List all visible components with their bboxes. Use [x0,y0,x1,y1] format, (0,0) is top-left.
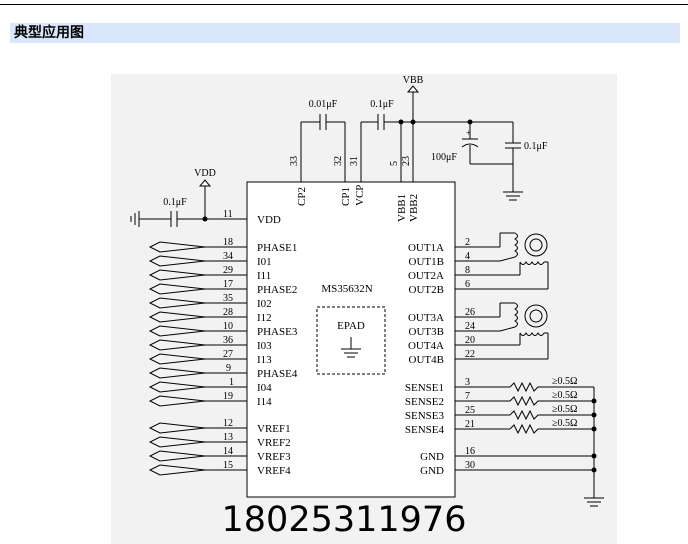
pin-label: I04 [257,382,272,394]
pin-label: VBB1 [396,194,408,222]
svg-text:+: + [466,128,471,138]
pin-num: 24 [465,321,475,332]
pin-num: 4 [465,251,470,262]
pin-label: CP2 [296,187,308,206]
cap-vbb-ceramic-label: 0.1μF [524,141,548,152]
pin-label: SENSE2 [405,396,444,408]
pin-num: 28 [223,307,233,318]
pin-num: 25 [465,405,475,416]
pin-num: 17 [223,279,233,290]
pin-label: I01 [257,256,272,268]
pin-label: PHASE1 [257,242,297,254]
phone-watermark: 18025311976 [221,500,467,540]
pin-num: 32 [333,156,344,166]
cap-vbb-elec-label: 100μF [431,152,457,163]
pin-num: 11 [223,209,233,220]
pin-num: 7 [465,391,470,402]
pin-num: 8 [465,265,470,276]
resistor-label: ≥0.5Ω [552,376,577,387]
cap-vcp-label: 0.1μF [370,99,394,110]
pin-num: 20 [465,335,475,346]
pin-label: OUT3A [408,312,444,324]
pin-label: VREF4 [257,465,291,477]
pin-label: PHASE2 [257,284,297,296]
cap-vdd-label: 0.1μF [163,197,187,208]
pin-num: 30 [465,460,475,471]
pin-label: GND [420,451,444,463]
pin-num: 18 [223,237,233,248]
pin-num: 13 [223,432,233,443]
resistor-label: ≥0.5Ω [552,418,577,429]
pin-num: 9 [226,363,231,374]
pin-num: 19 [223,391,233,402]
vdd-net-label: VDD [194,168,216,179]
pin-num: 22 [465,349,475,360]
pin-num: 21 [465,419,475,430]
pin-label: CP1 [340,187,352,206]
epad-label: EPAD [337,320,365,332]
pin-label: VREF1 [257,423,291,435]
pin-num: 31 [349,156,360,166]
pin-label: SENSE1 [405,382,444,394]
section-header-bar [10,23,680,43]
pin-num: 33 [289,156,300,166]
pin-num: 35 [223,293,233,304]
pin-num: 5 [389,161,400,166]
pin-label: VREF3 [257,451,291,463]
pin-label: I11 [257,270,271,282]
pin-num: 2 [465,237,470,248]
pin-num: 12 [223,418,233,429]
pin-label: OUT4B [409,354,444,366]
pin-num: 1 [229,377,234,388]
pin-num: 23 [401,156,412,166]
pin-num: 26 [465,307,475,318]
pin-num: 29 [223,265,233,276]
resistor-label: ≥0.5Ω [552,404,577,415]
pin-label: I14 [257,396,272,408]
pin-num: 36 [223,335,233,346]
pin-num: 15 [223,460,233,471]
pin-label: OUT4A [408,340,444,352]
pin-num: 27 [223,349,233,360]
pin-label: I02 [257,298,272,310]
pin-num: 14 [223,446,233,457]
pin-label: OUT1B [409,256,444,268]
vbb-label: VBB [403,75,424,86]
pin-label: VDD [257,214,281,226]
pin-label: SENSE3 [405,410,445,422]
pin-label: I13 [257,354,272,366]
pin-label: SENSE4 [405,424,445,436]
pin-num: 34 [223,251,233,262]
pin-label: I12 [257,312,272,324]
pin-num: 16 [465,446,475,457]
pin-label: OUT2B [409,284,444,296]
cap-cp-label: 0.01μF [309,99,338,110]
chip-name: MS35632N [321,283,372,295]
pin-label: GND [420,465,444,477]
pin-label: PHASE3 [257,326,298,338]
pin-label: I03 [257,340,272,352]
pin-num: 6 [465,279,470,290]
pin-label: PHASE4 [257,368,298,380]
resistor-label: ≥0.5Ω [552,390,577,401]
pin-label: VCP [354,185,366,206]
pin-label: OUT2A [408,270,444,282]
pin-label: VREF2 [257,437,291,449]
epad-box [316,306,386,375]
pin-label: VBB2 [408,194,420,222]
top-rule [0,4,688,5]
pin-label: OUT3B [409,326,444,338]
pin-num: 10 [223,321,233,332]
pin-label: OUT1A [408,242,444,254]
section-title: 典型应用图 [14,25,84,41]
pin-num: 3 [465,377,470,388]
